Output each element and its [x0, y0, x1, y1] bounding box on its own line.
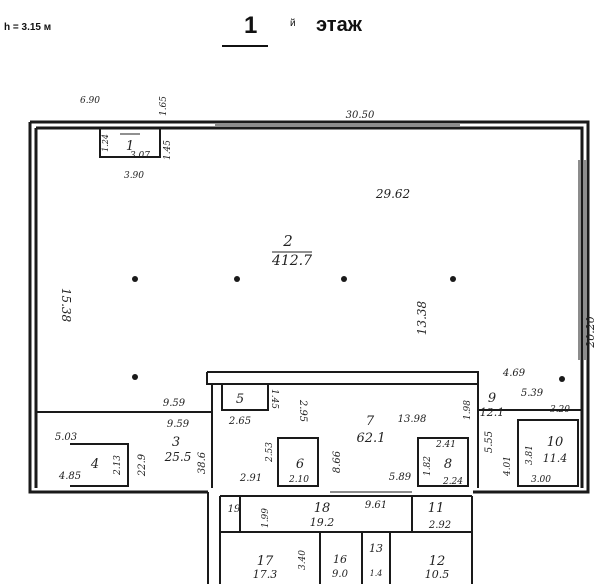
- column-marker: [132, 276, 138, 282]
- column-marker: [341, 276, 347, 282]
- room-6-id: 6: [296, 457, 304, 472]
- dim-2-65: 2.65: [228, 416, 251, 427]
- room-17-area: 17.3: [253, 568, 278, 581]
- windows: [215, 124, 586, 493]
- room-12-area: 10.5: [425, 568, 450, 581]
- dim-1-99: 1.99: [261, 508, 271, 528]
- column-marker: [234, 276, 240, 282]
- dim-2-53: 2.53: [265, 442, 275, 463]
- room-8-id: 8: [444, 457, 452, 472]
- dim-13-98: 13.98: [398, 414, 427, 425]
- dim-3-81: 3.81: [525, 445, 535, 465]
- room-8-area: 2.24: [442, 477, 463, 487]
- dim-2-13: 2.13: [113, 455, 123, 476]
- dim-9-61: 9.61: [365, 500, 387, 511]
- room-4-id: 4: [90, 457, 99, 472]
- room-7-id: 7: [366, 414, 375, 429]
- dim-mid-left: 9.59: [163, 398, 186, 409]
- outer-walls: [28, 120, 590, 494]
- dim-top-total: 30.50: [346, 110, 375, 121]
- room-19-id: 19: [228, 504, 241, 515]
- dim-1-98: 1.98: [463, 400, 473, 420]
- dim-2-41: 2.41: [435, 440, 456, 450]
- floor-number: 1: [244, 12, 258, 39]
- dim-room1-side: 1.45: [163, 140, 173, 160]
- room-13-id: 13: [369, 542, 383, 555]
- room-18-id: 18: [314, 501, 331, 516]
- room-10-id: 10: [547, 435, 564, 450]
- room-7-area: 62.1: [357, 431, 386, 446]
- room-10-area: 11.4: [543, 452, 568, 465]
- dim-room1-width: 3.90: [124, 171, 144, 181]
- room-16-id: 16: [333, 553, 347, 566]
- room-9-area: 12.1: [480, 406, 505, 419]
- dim-right-height: 20.20: [584, 316, 597, 349]
- room-12-id: 12: [429, 554, 446, 569]
- dim-5-03: 5.03: [55, 432, 77, 443]
- room-2-id: 2: [282, 232, 293, 250]
- dim-top-small: 1.65: [159, 96, 169, 116]
- room-9-id: 9: [488, 391, 496, 406]
- room-17-id: 17: [257, 554, 274, 569]
- dim-38-6: 38.6: [197, 451, 208, 474]
- floor-underline: [222, 45, 268, 47]
- room-2-area: 412.7: [271, 253, 312, 269]
- room-18-area: 19.2: [310, 516, 335, 529]
- dim-2-92: 2.92: [428, 520, 451, 531]
- interior-walls: [36, 128, 582, 584]
- room-3-area: 25.5: [164, 450, 192, 464]
- columns: [132, 276, 565, 382]
- ceiling-height-label: h = 3.15 м: [4, 22, 52, 33]
- dim-1-45: 1.45: [269, 389, 279, 409]
- dim-room1-left: 1.24: [101, 134, 110, 152]
- column-marker: [559, 376, 565, 382]
- room-16-area: 9.0: [332, 569, 349, 580]
- dim-22-9: 22.9: [137, 453, 148, 477]
- column-marker: [132, 374, 138, 380]
- floor-suffix: й: [290, 18, 296, 29]
- column-marker: [450, 276, 456, 282]
- dim-3-40: 3.40: [298, 550, 308, 570]
- dim-5-55: 5.55: [484, 431, 495, 453]
- dim-hall-height: 13.38: [415, 300, 429, 335]
- dim-top-left: 6.90: [80, 96, 100, 106]
- dim-4-85: 4.85: [58, 471, 81, 482]
- dim-hall-width: 29.62: [375, 187, 410, 201]
- dim-2-91: 2.91: [239, 473, 262, 484]
- dim-3-20: 3.20: [550, 405, 570, 415]
- floor-title: этаж: [316, 14, 362, 36]
- room-6-area: 2.10: [288, 475, 309, 485]
- room-3-id: 3: [172, 435, 180, 450]
- dim-4-01: 4.01: [503, 456, 513, 477]
- room-11-id: 11: [428, 501, 445, 516]
- room-5-id: 5: [236, 392, 244, 407]
- dim-5-39: 5.39: [521, 388, 544, 399]
- dim-left-height: 15.38: [59, 288, 73, 323]
- dim-5-89: 5.89: [389, 472, 412, 483]
- dim-1-82: 1.82: [423, 456, 433, 476]
- room-1-area: 3.07: [130, 151, 150, 161]
- room-1-id: 1: [126, 139, 134, 154]
- dim-2-95: 2.95: [297, 399, 308, 422]
- dim-mid-left-2: 9.59: [167, 419, 190, 430]
- dim-3-00: 3.00: [531, 475, 551, 485]
- dim-1-4: 1.4: [370, 569, 383, 578]
- dim-8-66: 8.66: [332, 450, 343, 473]
- dim-4-69: 4.69: [502, 368, 526, 379]
